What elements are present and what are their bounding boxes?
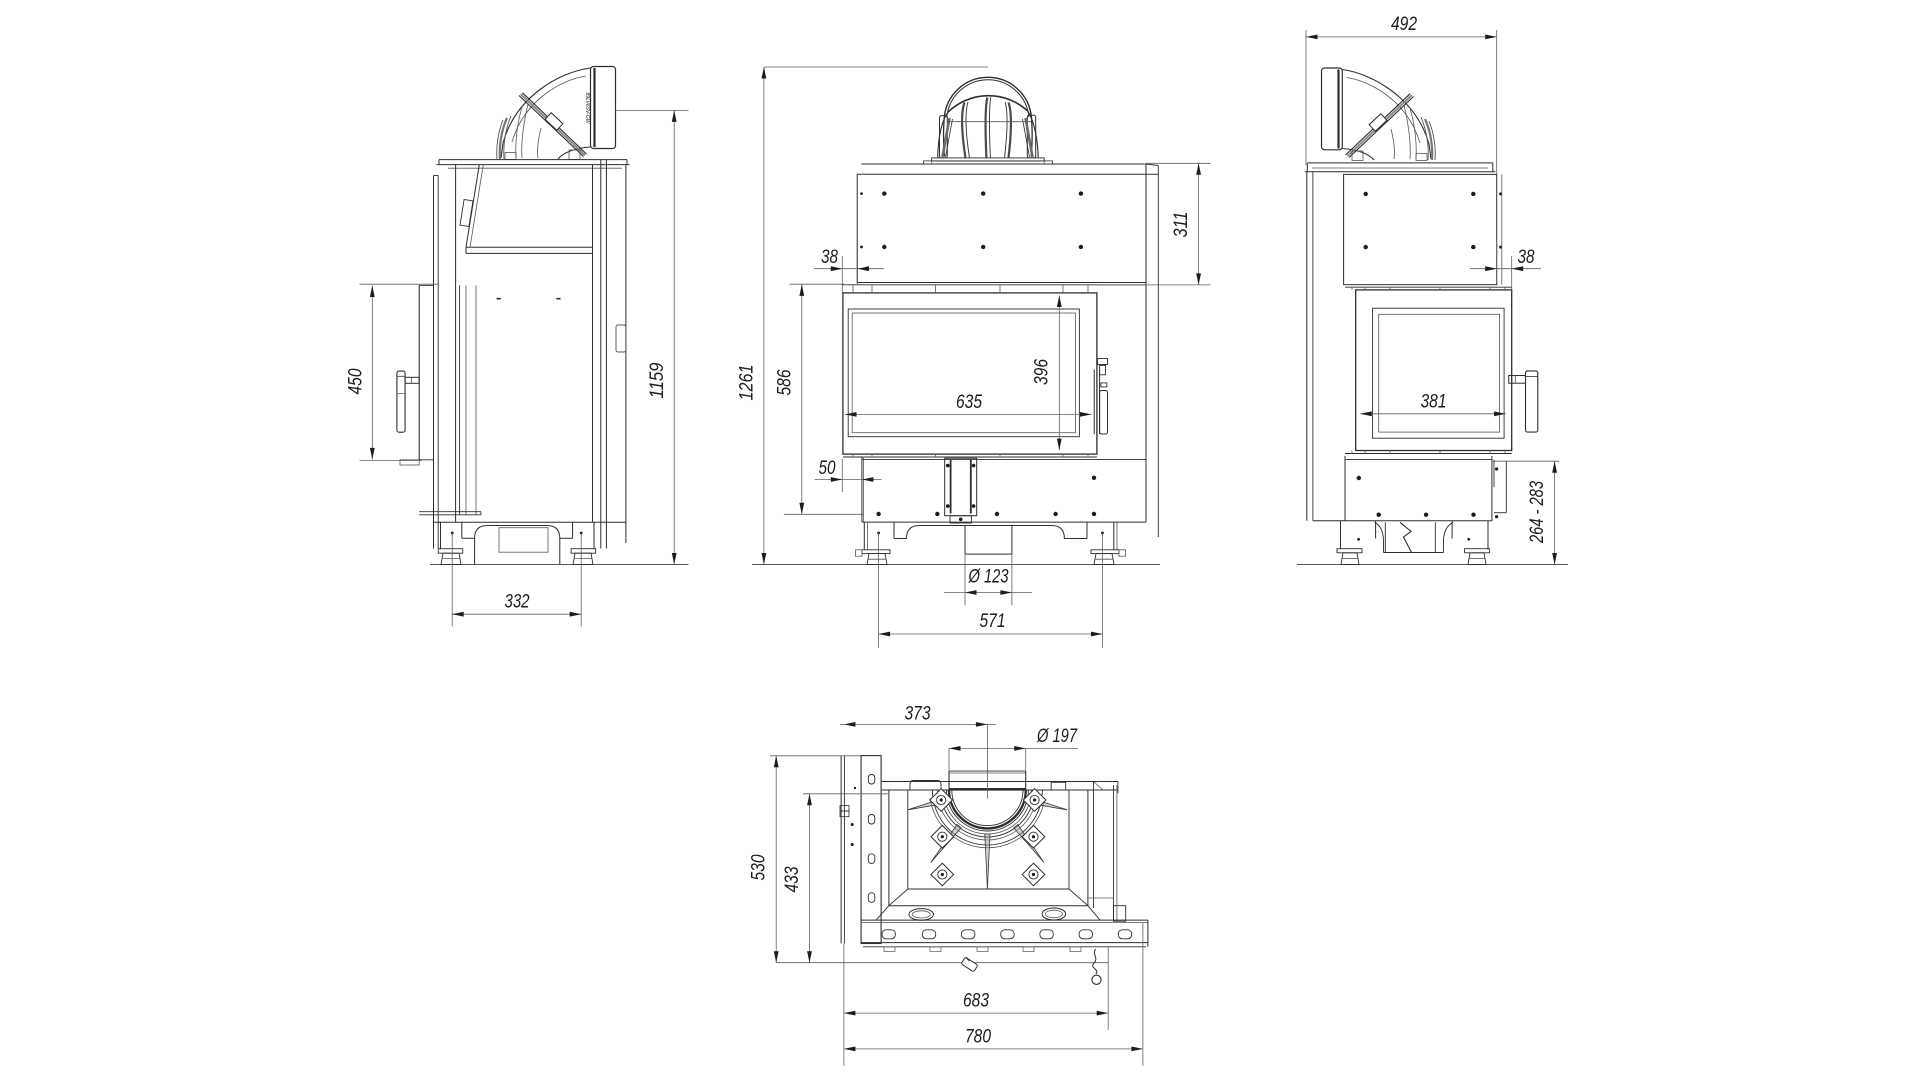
svg-text:683: 683 [963,990,989,1012]
svg-text:780: 780 [965,1026,991,1048]
svg-text:38: 38 [821,246,838,268]
svg-text:38: 38 [1518,246,1535,268]
svg-text:396: 396 [1031,359,1053,385]
svg-text:264 - 283: 264 - 283 [1526,481,1548,544]
svg-text:492: 492 [1391,13,1417,35]
svg-text:Ø 123: Ø 123 [968,566,1009,588]
svg-text:311: 311 [1170,212,1192,238]
svg-text:50: 50 [819,457,836,479]
svg-text:450: 450 [345,368,367,394]
svg-text:586: 586 [773,369,795,395]
svg-text:1159: 1159 [646,362,668,398]
svg-text:373: 373 [905,703,931,725]
svg-text:1261: 1261 [736,365,758,401]
svg-text:332: 332 [505,591,530,613]
svg-text:530: 530 [748,854,770,880]
svg-text:571: 571 [980,610,1006,632]
svg-text:381: 381 [1421,391,1447,413]
svg-text:Ø 197: Ø 197 [1036,725,1078,747]
svg-text:635: 635 [956,391,982,413]
svg-text:89LV6SV-GW: 89LV6SV-GW [584,93,590,125]
svg-text:433: 433 [781,866,803,892]
